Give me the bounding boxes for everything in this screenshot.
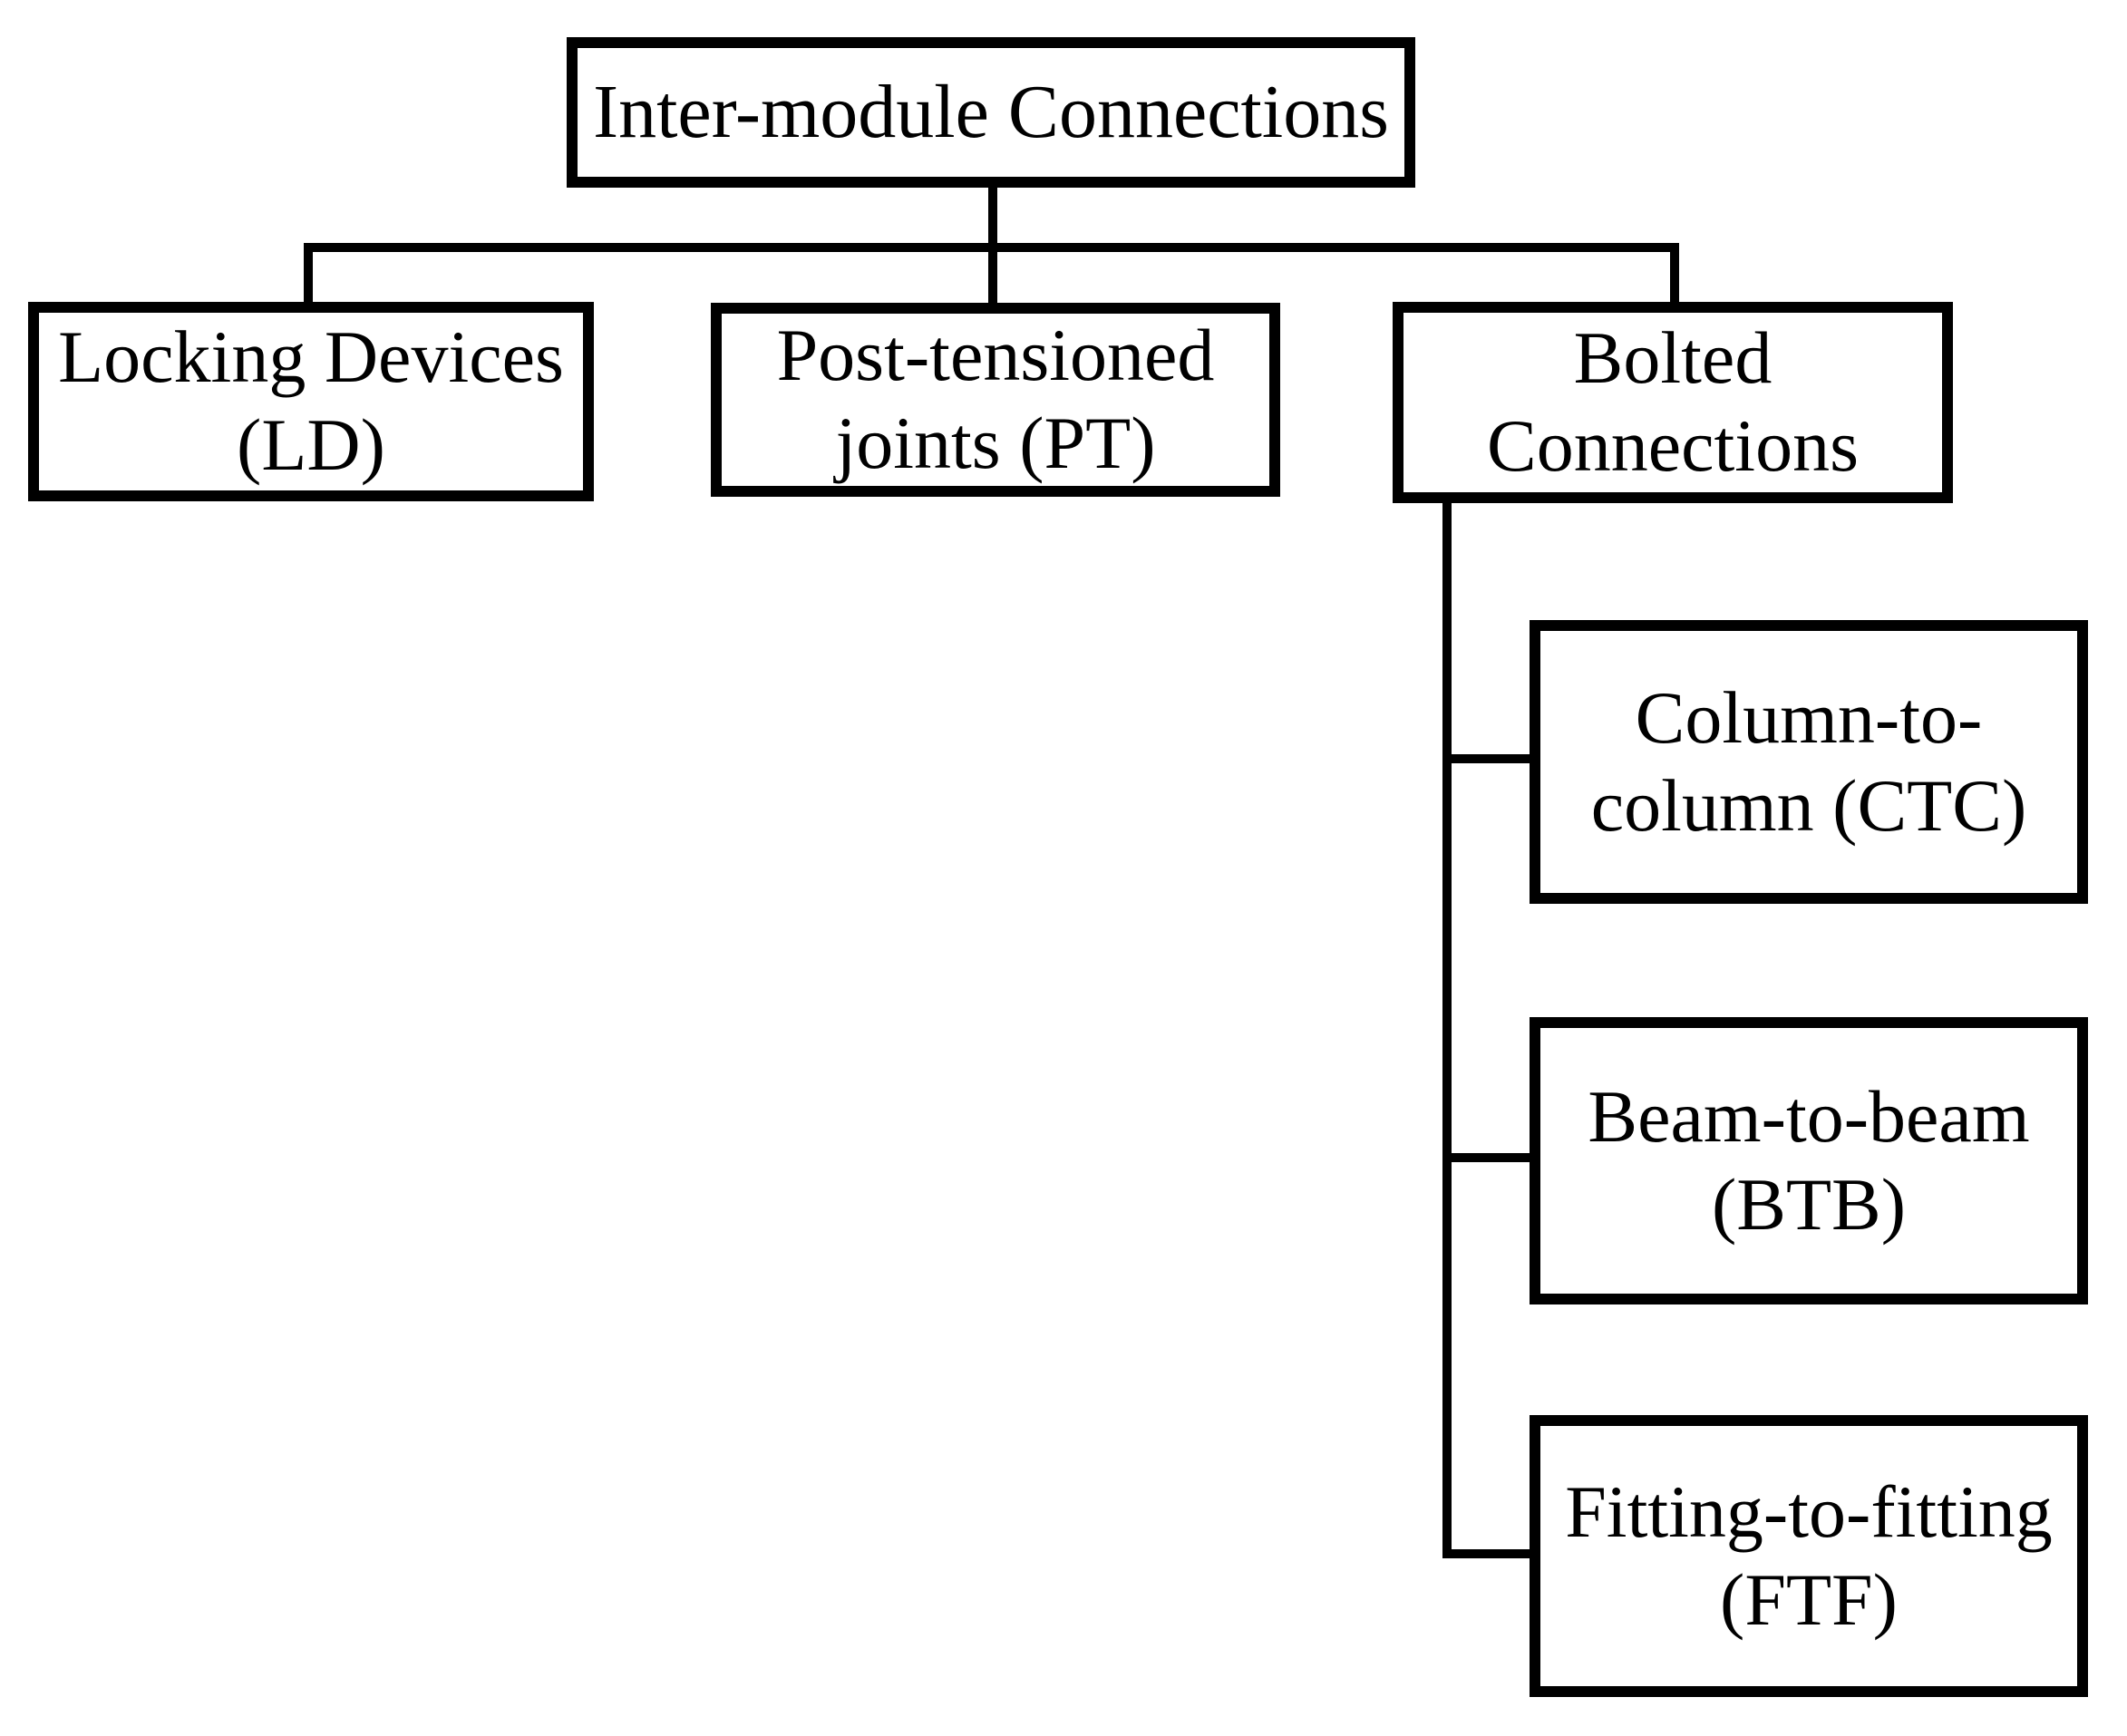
connector-stub-column-to-column	[1442, 754, 1531, 763]
node-label-line: Locking Devices	[58, 315, 564, 399]
connector-stub-fitting-to-fitting	[1442, 1549, 1531, 1558]
node-column-to-column: Column-to- column (CTC)	[1530, 620, 2088, 904]
node-inter-module-connections: Inter-module Connections	[567, 37, 1415, 188]
connector-bolted-spine	[1442, 501, 1452, 1558]
connector-drop-post-tensioned	[988, 243, 997, 305]
connector-stub-beam-to-beam	[1442, 1153, 1531, 1162]
node-label-line: Bolted	[1573, 316, 1772, 400]
node-label-line: (BTB)	[1711, 1162, 1907, 1246]
node-label-line: Column-to-	[1635, 675, 1983, 759]
node-locking-devices: Locking Devices (LD)	[28, 302, 594, 501]
node-label-line: (LD)	[237, 403, 385, 486]
node-fitting-to-fitting: Fitting-to-fitting (FTF)	[1530, 1415, 2088, 1697]
node-label-line: Beam-to-beam	[1588, 1074, 2030, 1158]
node-label-line: Connections	[1487, 404, 1859, 487]
node-label-line: column (CTC)	[1590, 763, 2027, 847]
node-post-tensioned-joints: Post-tensioned joints (PT)	[711, 303, 1280, 497]
node-label-line: Inter-module Connections	[593, 70, 1389, 155]
connector-root-stem	[988, 186, 997, 252]
node-label-line: joints (PT)	[835, 402, 1156, 484]
node-bolted-connections: Bolted Connections	[1393, 302, 1953, 503]
node-label-line: Fitting-to-fitting	[1565, 1469, 2053, 1553]
node-label-line: (FTF)	[1720, 1557, 1898, 1641]
connector-drop-locking-devices	[304, 243, 313, 304]
node-label-line: Post-tensioned	[776, 314, 1215, 397]
connector-drop-bolted	[1670, 243, 1679, 304]
node-beam-to-beam: Beam-to-beam (BTB)	[1530, 1017, 2088, 1304]
